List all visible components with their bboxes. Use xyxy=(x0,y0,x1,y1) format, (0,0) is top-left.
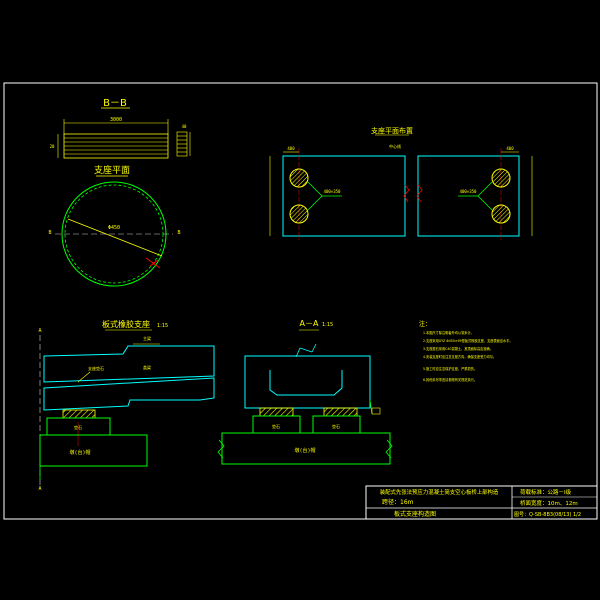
section-aa-title: A－A xyxy=(300,319,319,328)
deck-width: 桥面宽度：10m、12m xyxy=(520,499,578,507)
bearing-right-bottom xyxy=(491,204,511,224)
span-label: 跨径：16m xyxy=(382,498,414,506)
red-leader xyxy=(145,257,161,269)
bb-right-dim: 40 xyxy=(182,124,187,129)
title-block: 装配式先张法预应力混凝土简支空心板桥上部构造 跨径：16m 板式支座构造图 荷载… xyxy=(365,485,598,520)
elevation-title: 板式橡胶支座 xyxy=(102,319,150,329)
note-line-3: 3.支座垫石采用C40混凝土，其顶面标高应准确。 xyxy=(423,346,493,351)
main-beam-lower xyxy=(43,377,215,411)
right-dim: 400 xyxy=(506,146,514,151)
elevation-mark: A xyxy=(38,328,41,334)
layout-left-plate xyxy=(282,155,406,237)
note-line-6: 6.其他未尽事宜请参照有关规范执行。 xyxy=(423,377,477,382)
beam-label: 主梁 xyxy=(143,335,151,341)
elev-bearing-pad xyxy=(62,409,96,419)
bearing-layout-title: 支座平面布置 xyxy=(371,126,413,135)
project-title: 装配式先张法预应力混凝土简支空心板桥上部构造 xyxy=(380,488,499,496)
layout-right-plate xyxy=(417,155,520,237)
note-line-5: 5.施工时应注意保护支座，严禁损伤。 xyxy=(423,366,477,371)
aa-slab xyxy=(244,355,371,409)
bearing-plan-title: 支座平面 xyxy=(94,164,130,176)
pad-label: 支座垫石 xyxy=(88,365,104,371)
notes-block: 注： 1.本图尺寸除注明者外均以毫米计。 2.支座采用GYZ Φ450×99型板… xyxy=(419,320,513,382)
cut-mark-right: B xyxy=(177,230,180,236)
drawing-frame xyxy=(3,82,598,520)
aa-void xyxy=(269,370,343,396)
bb-left-dim: 20 xyxy=(50,144,55,149)
section-bb-title: B－B xyxy=(103,98,127,109)
width-dim-text: 3000 xyxy=(110,117,122,123)
design-load: 荷载标准：公路－I级 xyxy=(520,488,572,496)
mid-dim-right: 400×350 xyxy=(460,189,477,194)
cap-bottom-label: 墩(台)帽 xyxy=(69,449,90,456)
cut-mark-left: B xyxy=(48,230,51,236)
note-line-1: 1.本图尺寸除注明者外均以毫米计。 xyxy=(423,330,474,335)
section-bb-view: B－B 3000 20 40 xyxy=(50,98,191,159)
bb-detail xyxy=(176,131,191,157)
cap-label: 盖梁 xyxy=(143,364,151,370)
aa-bolt-label-left: 垫石 xyxy=(272,423,280,429)
section-aa-scale: 1:15 xyxy=(322,322,333,328)
notes-heading: 注： xyxy=(419,320,431,328)
svg-text:A: A xyxy=(38,486,41,492)
bearing-plan-view: 支座平面 Φ450 B B xyxy=(48,164,181,287)
note-line-2: 2.支座采用GYZ Φ450×99型板式橡胶支座，支座表面应水平。 xyxy=(423,338,513,343)
aa-pad-right xyxy=(323,407,358,417)
diameter-text: Φ450 xyxy=(108,225,120,231)
centerline-text: 中心线 xyxy=(389,143,401,149)
left-dim: 400 xyxy=(287,146,295,151)
bearing-left-bottom xyxy=(289,204,309,224)
section-aa-view: A－A 1:15 垫石 垫石 墩(台)帽 xyxy=(217,319,393,465)
diameter-line xyxy=(67,218,163,257)
drawing-no: 图号：Q-SB-8B3(08/13) 1/2 xyxy=(514,512,581,518)
aa-bolt-label-right: 垫石 xyxy=(332,423,340,429)
elevation-view: 板式橡胶支座 1:15 A 主梁 支座垫石 盖梁 垫石 墩(台)帽 A xyxy=(38,319,215,492)
aa-cap-label: 墩(台)帽 xyxy=(294,447,315,454)
bearing-left-top xyxy=(289,168,309,188)
elev-cap xyxy=(39,434,148,467)
main-beam xyxy=(43,345,215,383)
note-line-4: 4.安装支座时应注意支座方向，确保支座受力均匀。 xyxy=(423,354,496,359)
elevation-scale: 1:15 xyxy=(157,323,168,329)
bearing-layout-view: 支座平面布置 中心线 400×350 400×350 400 400 xyxy=(269,126,533,240)
mid-dim-left: 400×350 xyxy=(324,189,341,194)
bearing-right-top xyxy=(491,168,511,188)
drawing-name: 板式支座构造图 xyxy=(394,510,436,518)
aa-pad-left xyxy=(259,407,294,417)
